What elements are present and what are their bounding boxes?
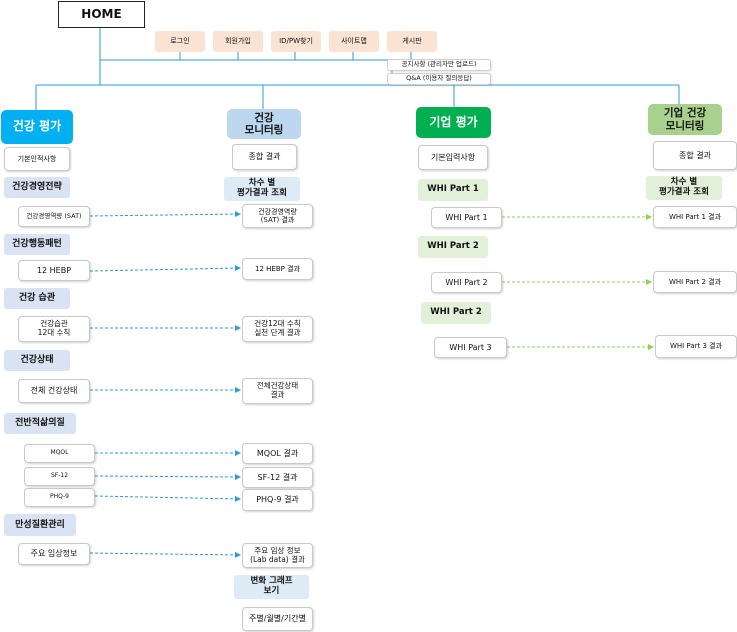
item-whi-part1[interactable]: WHI Part 1 [431, 207, 502, 228]
cat-health-habit[interactable]: 건강 습관 [4, 288, 70, 309]
item-whi-part2[interactable]: WHI Part 2 [431, 272, 502, 293]
menu-find-idpw[interactable]: ID/PW찾기 [271, 31, 321, 52]
result-sat[interactable]: 건강경영역량 (SAT) 결과 [242, 204, 313, 228]
whi-part2-group[interactable]: WHI Part 2 [418, 236, 488, 258]
item-12-rules[interactable]: 건강습관 12대 수칙 [18, 316, 90, 342]
menu-signup[interactable]: 회원가입 [213, 31, 263, 52]
board-qna[interactable]: Q&A (이용자 질의응답) [387, 73, 491, 85]
cat-chronic-disease[interactable]: 만성질환관리 [4, 514, 76, 536]
item-clinical-info[interactable]: 주요 임상정보 [18, 543, 90, 565]
result-overall-status[interactable]: 전체건강상태 결과 [242, 378, 313, 404]
result-whi-part3[interactable]: WHI Part 3 결과 [655, 335, 737, 358]
result-whi-part2[interactable]: WHI Part 2 결과 [653, 271, 737, 293]
result-12hebp[interactable]: 12 HEBP 결과 [242, 258, 313, 280]
cat-quality-of-life[interactable]: 전반적삶의질 [4, 413, 76, 434]
result-sf12[interactable]: SF-12 결과 [242, 467, 313, 488]
home-node[interactable]: HOME [58, 1, 145, 28]
whi-part1-group[interactable]: WHI Part 1 [418, 179, 488, 201]
arrow-phq9 [94, 495, 241, 502]
health-eval-title[interactable]: 건강 평가 [1, 110, 73, 144]
item-sat[interactable]: 건강경영역량 (SAT) [18, 206, 90, 227]
arrow-clinical [89, 551, 241, 558]
item-whi-part3[interactable]: WHI Part 3 [434, 337, 507, 358]
period-view[interactable]: 주별/월별/기간별 [242, 607, 313, 631]
result-mqol[interactable]: MQOL 결과 [242, 443, 313, 464]
item-phq9[interactable]: PHQ-9 [24, 488, 95, 507]
result-whi-part1[interactable]: WHI Part 1 결과 [653, 206, 737, 228]
cat-health-behavior[interactable]: 건강행동패턴 [4, 234, 70, 255]
corp-eval-title[interactable]: 기업 평가 [416, 107, 491, 138]
item-mqol[interactable]: MQOL [24, 444, 95, 463]
whi-part3-group[interactable]: WHI Part 2 [421, 302, 491, 324]
corp-summary[interactable]: 종합 결과 [653, 141, 737, 170]
result-clinical-lab[interactable]: 주요 임상 정보 (Lab data) 결과 [242, 543, 313, 568]
change-graph[interactable]: 변화 그래프 보기 [234, 575, 309, 599]
corp-by-round[interactable]: 차수 별 평가결과 조회 [646, 176, 722, 200]
health-by-round[interactable]: 차수 별 평가결과 조회 [224, 177, 300, 201]
corp-basic-input[interactable]: 기본입력사항 [418, 145, 488, 170]
health-basic-input[interactable]: 기본인적사항 [4, 147, 70, 171]
menu-login[interactable]: 로그인 [155, 31, 205, 52]
board-notice[interactable]: 공지사항 (관리자만 업로드) [387, 59, 491, 71]
result-12-rules[interactable]: 건강12대 수칙 실천 단계 결과 [242, 316, 313, 342]
item-sf12[interactable]: SF-12 [24, 467, 95, 486]
health-monitor-title[interactable]: 건강 모니터링 [227, 109, 301, 139]
corp-monitor-title[interactable]: 기업 건강 모니터링 [648, 104, 722, 135]
cat-health-strategy[interactable]: 건강경영전략 [4, 177, 70, 198]
cat-health-status[interactable]: 건강상태 [4, 350, 70, 371]
arrow-sf12 [94, 473, 241, 480]
item-12hebp[interactable]: 12 HEBP [18, 260, 90, 281]
menu-board[interactable]: 게시판 [387, 31, 437, 52]
result-phq9[interactable]: PHQ-9 결과 [242, 489, 313, 511]
menu-sitemap[interactable]: 사이트맵 [329, 31, 379, 52]
arrow-hebp [89, 265, 241, 272]
health-summary[interactable]: 종합 결과 [232, 144, 297, 170]
arrow-sat [89, 211, 241, 218]
item-overall-status[interactable]: 전체 건강상태 [18, 379, 90, 403]
